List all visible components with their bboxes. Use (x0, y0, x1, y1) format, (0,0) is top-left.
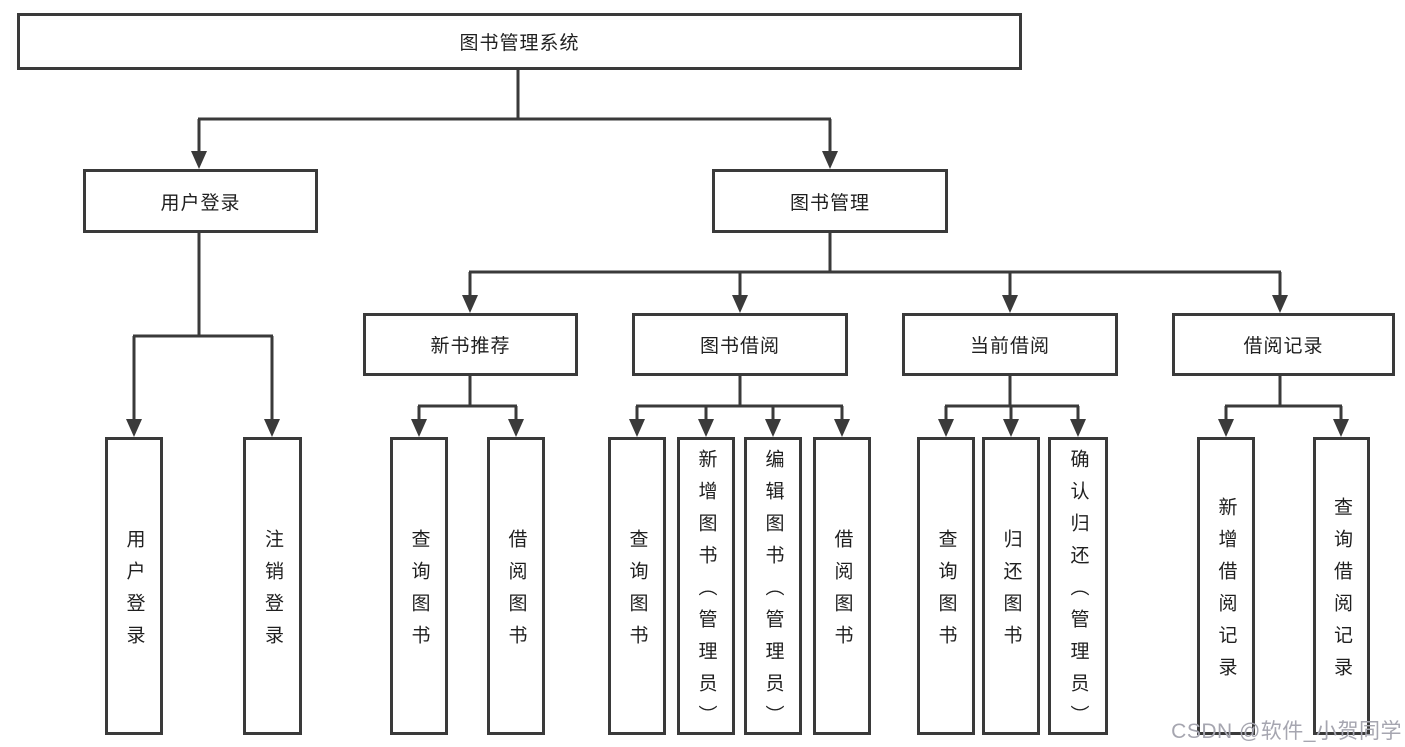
leaf-borrow-add-books-admin: 新增图书（管理员） (677, 437, 735, 737)
node-new-book-recommend-label: 新书推荐 (430, 336, 511, 357)
leaf-borrow-borrow-books: 借阅图书 (813, 437, 871, 735)
leaf-user-login-label: 用户登录 (123, 528, 145, 657)
leaf-borrow-query-books-label: 查询图书 (626, 528, 648, 657)
leaf-recommend-query-books-label: 查询图书 (408, 528, 430, 657)
node-user-login-label: 用户登录 (160, 192, 241, 214)
leaf-current-return-books: 归还图书 (982, 437, 1040, 735)
leaf-logout-label: 注销登录 (262, 528, 283, 657)
leaf-records-add-record-label: 新增借阅记录 (1215, 496, 1237, 689)
leaf-current-confirm-return-admin-label: 确认归还（管理员） (1067, 448, 1089, 737)
leaf-borrow-add-books-admin-label: 新增图书（管理员） (695, 448, 717, 737)
node-book-borrow-label: 图书借阅 (699, 336, 780, 357)
leaf-current-confirm-return-admin: 确认归还（管理员） (1048, 437, 1108, 737)
node-root: 图书管理系统 (17, 13, 1022, 70)
leaf-recommend-borrow-books-label: 借阅图书 (505, 528, 527, 657)
leaf-current-query-books: 查询图书 (917, 437, 975, 735)
node-user-login: 用户登录 (83, 169, 318, 233)
leaf-records-query-record: 查询借阅记录 (1313, 437, 1370, 735)
node-borrow-records-label: 借阅记录 (1243, 336, 1324, 357)
leaf-borrow-edit-books-admin-label: 编辑图书（管理员） (762, 448, 784, 737)
node-borrow-records: 借阅记录 (1172, 313, 1395, 376)
leaf-logout: 注销登录 (243, 437, 302, 735)
node-book-management-label: 图书管理 (789, 192, 870, 214)
node-book-management: 图书管理 (712, 169, 948, 233)
node-current-borrow: 当前借阅 (902, 313, 1118, 376)
leaf-recommend-borrow-books: 借阅图书 (487, 437, 545, 735)
leaf-borrow-edit-books-admin: 编辑图书（管理员） (744, 437, 802, 737)
watermark: CSDN @软件_小贺同学 (1171, 720, 1402, 743)
node-current-borrow-label: 当前借阅 (969, 336, 1050, 357)
leaf-borrow-query-books: 查询图书 (608, 437, 666, 735)
node-book-borrow: 图书借阅 (632, 313, 848, 376)
node-new-book-recommend: 新书推荐 (363, 313, 578, 376)
leaf-user-login: 用户登录 (105, 437, 163, 735)
leaf-recommend-query-books: 查询图书 (390, 437, 448, 735)
leaf-current-return-books-label: 归还图书 (1000, 528, 1022, 657)
leaf-borrow-borrow-books-label: 借阅图书 (831, 528, 853, 657)
leaf-records-query-record-label: 查询借阅记录 (1331, 496, 1352, 689)
connector-lines (132, 70, 1343, 420)
leaf-records-add-record: 新增借阅记录 (1197, 437, 1255, 735)
node-root-label: 图书管理系统 (459, 33, 580, 54)
leaf-current-query-books-label: 查询图书 (935, 528, 957, 657)
